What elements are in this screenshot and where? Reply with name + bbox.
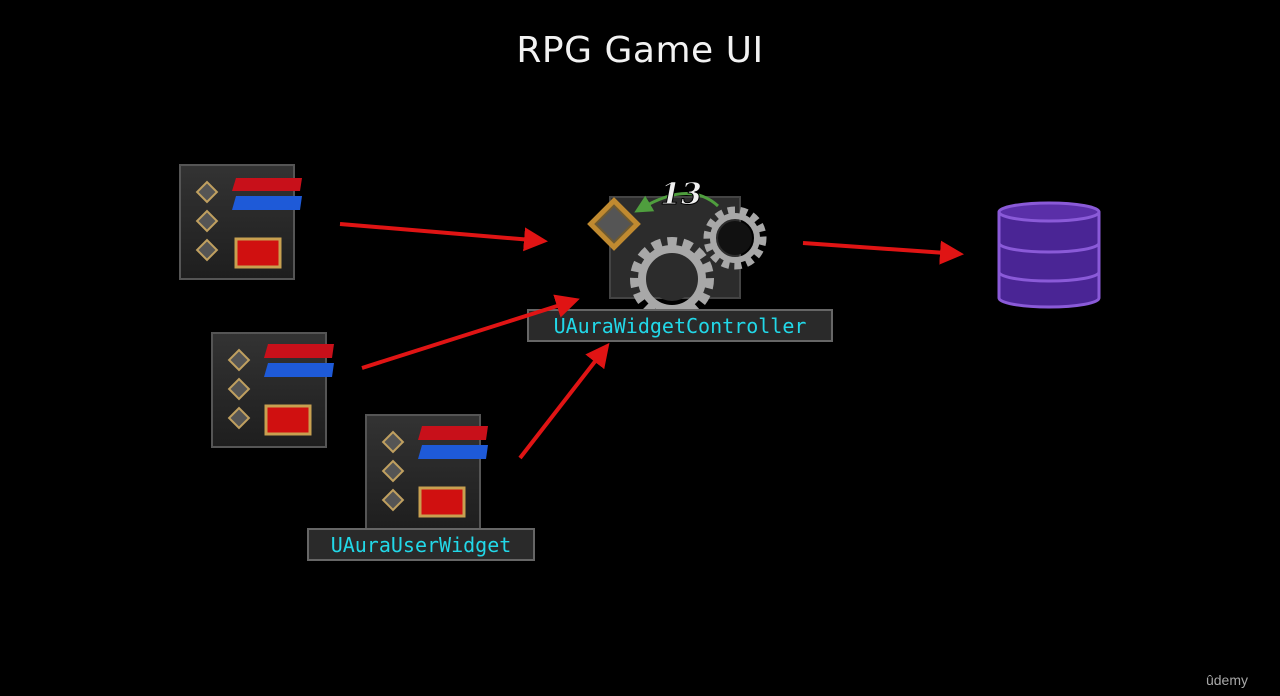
user-widget-label-text: UAuraUserWidget xyxy=(331,533,512,557)
diamond-icon xyxy=(381,488,405,512)
flow-arrow xyxy=(361,294,580,370)
badge-number: 13 xyxy=(660,177,702,212)
diamond-icon xyxy=(381,459,405,483)
mana-bar xyxy=(418,445,488,459)
flow-arrow xyxy=(802,240,964,265)
health-bar xyxy=(264,344,334,358)
mana-bar xyxy=(264,363,334,377)
diamond-icon xyxy=(227,406,251,430)
diamond-icon xyxy=(381,430,405,454)
flow-arrow xyxy=(518,342,610,460)
item-slot xyxy=(418,486,466,518)
diamond-icon xyxy=(195,209,219,233)
database-icon xyxy=(997,201,1101,309)
widget-panel xyxy=(365,414,488,530)
item-slot xyxy=(264,404,312,436)
diagram-title: RPG Game UI xyxy=(516,30,764,71)
gear-icon xyxy=(703,206,767,270)
widget-panel xyxy=(211,332,334,448)
mana-bar xyxy=(232,196,302,210)
diamond-icon xyxy=(195,180,219,204)
diamond-icon xyxy=(227,348,251,372)
flow-arrow xyxy=(339,222,548,252)
udemy-logo: ûdemy xyxy=(1205,672,1248,688)
diamond-icon xyxy=(195,238,219,262)
controller-label-text: UAuraWidgetController xyxy=(554,314,807,338)
user-widget-label: UAuraUserWidget xyxy=(307,528,535,561)
widget-panel xyxy=(179,164,302,280)
item-slot xyxy=(234,237,282,269)
health-bar xyxy=(418,426,488,440)
widget-controller-node: 13 xyxy=(587,177,767,321)
health-bar xyxy=(232,178,302,191)
diamond-icon xyxy=(227,377,251,401)
controller-label: UAuraWidgetController xyxy=(527,309,833,342)
refresh-arrow-icon xyxy=(634,192,720,213)
